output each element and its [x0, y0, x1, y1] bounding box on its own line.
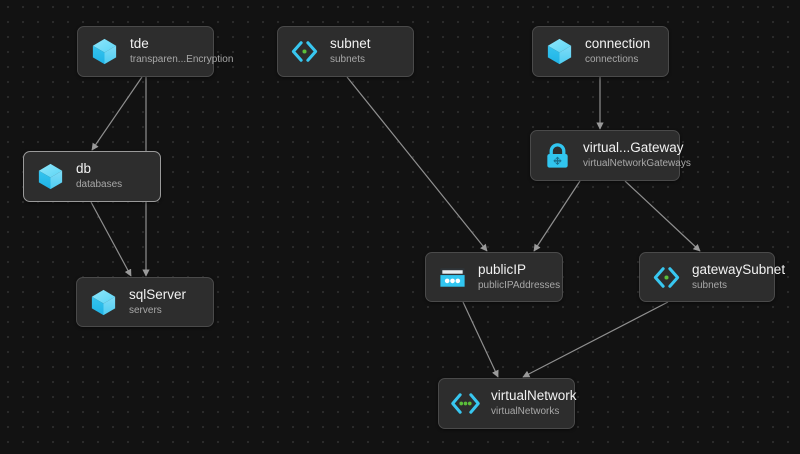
- cube-icon: [89, 36, 120, 67]
- node-subtitle: transparen...Encryption: [130, 54, 234, 65]
- node-title: gatewaySubnet: [692, 261, 786, 277]
- node-label-group: subnet subnets: [330, 36, 371, 67]
- node-connection[interactable]: connection connections: [532, 26, 669, 77]
- node-label-group: publicIP publicIPAddresses: [478, 262, 560, 293]
- node-tde[interactable]: tde transparen...Encryption: [77, 26, 234, 77]
- node-publicIP[interactable]: publicIP publicIPAddresses: [425, 252, 563, 302]
- node-virtualNetworkGateway[interactable]: virtual...Gateway virtualNetworkGateways: [530, 130, 691, 181]
- node-title: sqlServer: [129, 286, 187, 302]
- node-gatewaySubnet[interactable]: gatewaySubnet subnets: [639, 252, 786, 302]
- subnet-chevron-icon: [289, 36, 320, 67]
- edge-virtualNetworkGateway-to-publicIP[interactable]: [533, 180, 581, 252]
- node-title: db: [76, 161, 92, 176]
- subnet-chevron-icon: [651, 262, 682, 293]
- node-db[interactable]: db databases: [23, 151, 161, 202]
- cube-icon: [88, 287, 119, 318]
- vnet-chevron-icon: [450, 388, 481, 419]
- lock-icon: [542, 140, 573, 171]
- node-subtitle: subnets: [692, 279, 728, 291]
- node-title: subnet: [330, 36, 371, 51]
- node-label-group: virtual...Gateway virtualNetworkGateways: [583, 140, 691, 171]
- node-virtualNetwork[interactable]: virtualNetwork virtualNetworks: [438, 378, 577, 429]
- edge-gatewaySubnet-to-virtualNetwork[interactable]: [522, 301, 669, 378]
- node-label-group: virtualNetwork virtualNetworks: [491, 388, 577, 419]
- node-title: virtual...Gateway: [583, 140, 684, 155]
- node-label-group: connection connections: [585, 36, 650, 67]
- cube-icon: [35, 161, 66, 192]
- node-subtitle: connections: [585, 54, 639, 65]
- cube-icon: [544, 36, 575, 67]
- node-subtitle: virtualNetworkGateways: [583, 158, 691, 169]
- node-title: publicIP: [478, 261, 527, 277]
- node-title: connection: [585, 36, 651, 51]
- edge-virtualNetworkGateway-to-gatewaySubnet[interactable]: [624, 180, 701, 252]
- node-subtitle: databases: [76, 179, 123, 190]
- node-subnet[interactable]: subnet subnets: [277, 26, 414, 77]
- node-title: tde: [130, 36, 149, 51]
- edge-tde-to-db[interactable]: [91, 76, 143, 151]
- node-subtitle: subnets: [330, 54, 366, 65]
- node-label-group: gatewaySubnet subnets: [692, 261, 786, 293]
- node-title: virtualNetwork: [491, 388, 577, 403]
- edge-publicIP-to-virtualNetwork[interactable]: [462, 301, 499, 378]
- node-subtitle: servers: [129, 304, 162, 316]
- edge-subnet-to-publicIP[interactable]: [346, 76, 488, 252]
- public-ip-icon: [437, 262, 468, 293]
- node-subtitle: virtualNetworks: [491, 406, 560, 417]
- node-subtitle: publicIPAddresses: [478, 279, 561, 291]
- node-label-group: db databases: [76, 161, 122, 192]
- node-label-group: tde transparen...Encryption: [130, 36, 234, 67]
- node-sqlServer[interactable]: sqlServer servers: [76, 277, 214, 327]
- node-label-group: sqlServer servers: [129, 287, 186, 318]
- edge-db-to-sqlServer[interactable]: [90, 201, 132, 277]
